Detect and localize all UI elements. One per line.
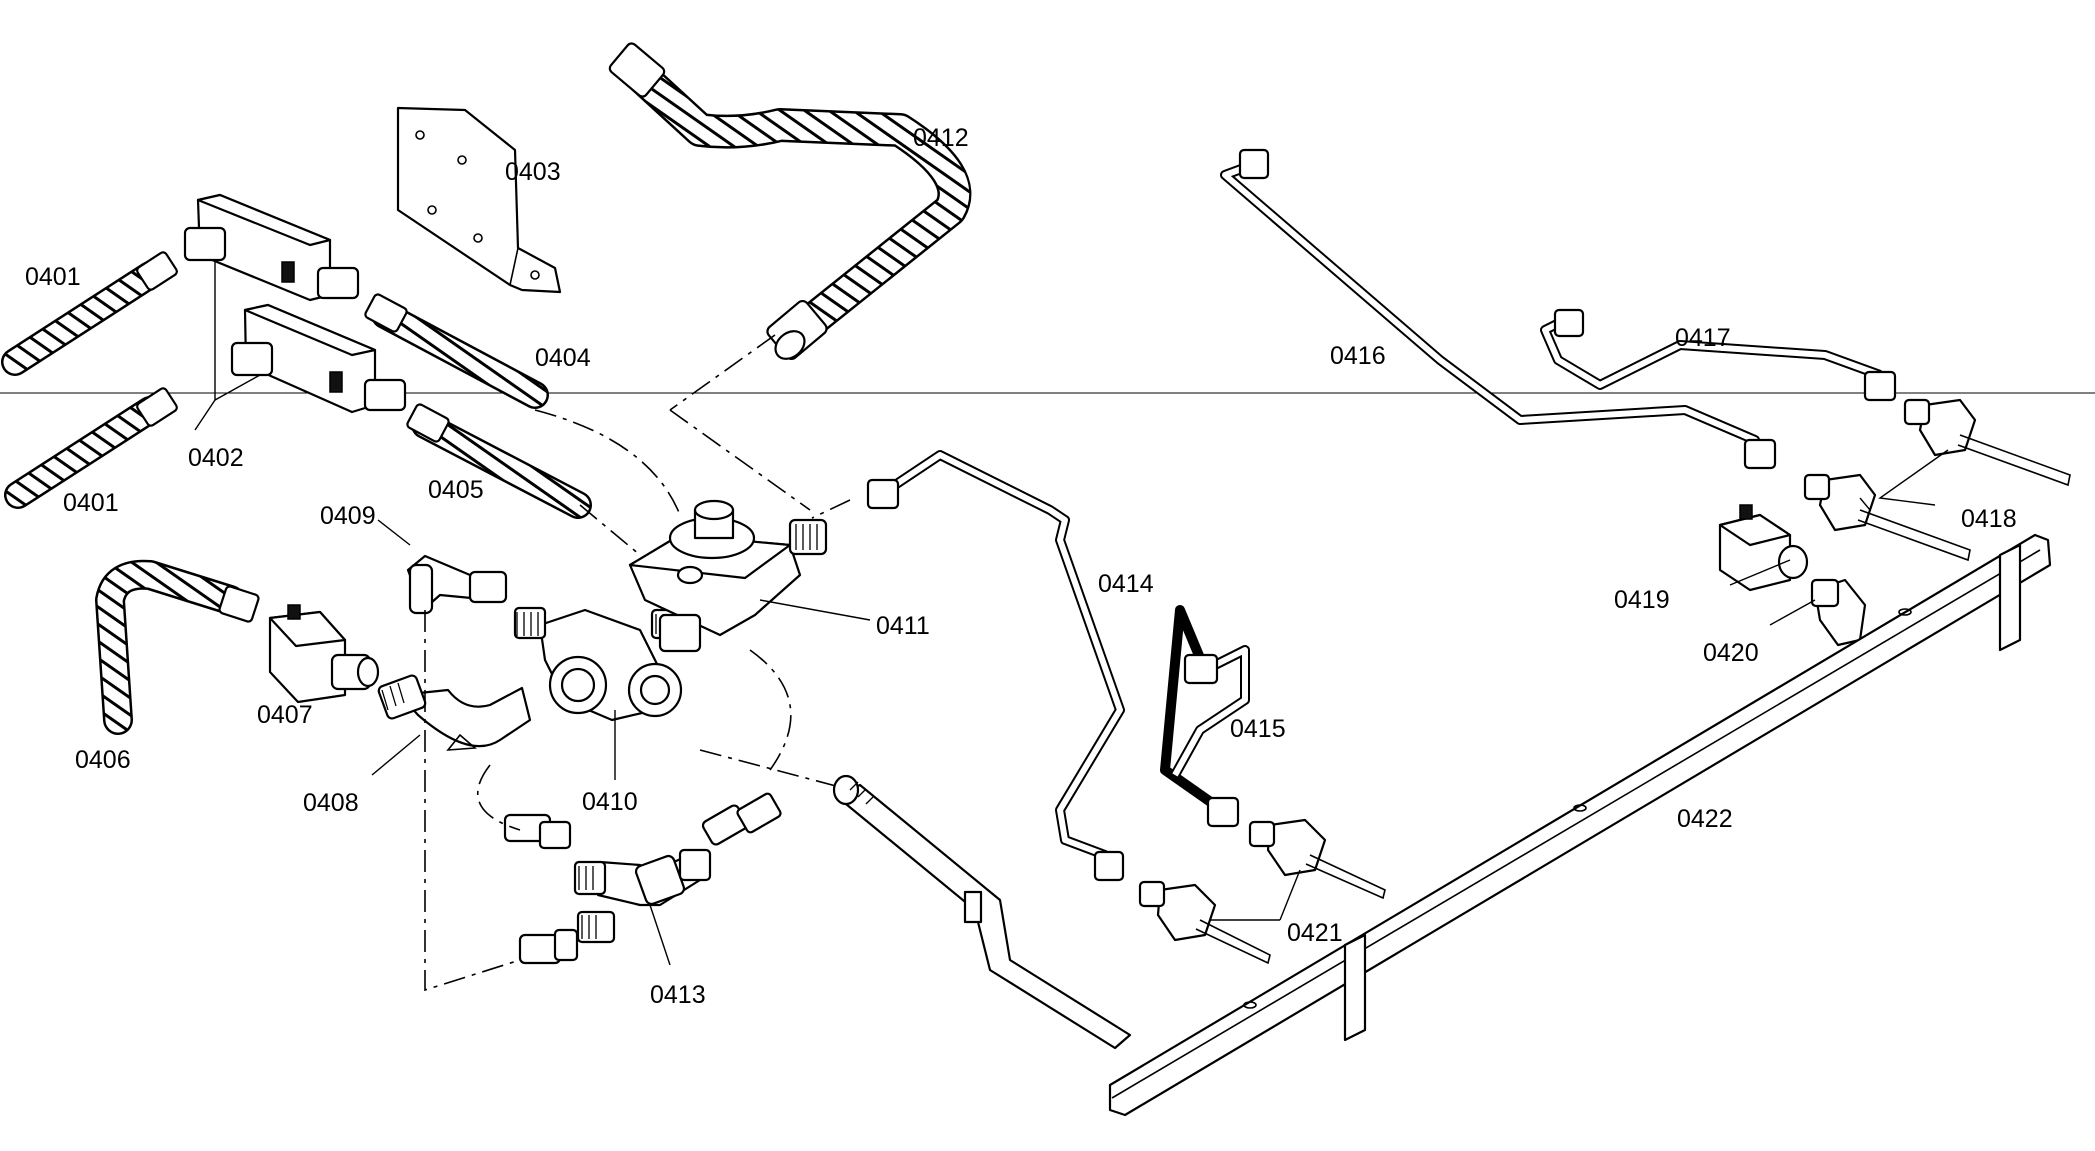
part-0411-regulator <box>628 499 828 653</box>
label-0407: 0407 <box>257 701 313 729</box>
label-0401-lower: 0401 <box>63 489 119 517</box>
label-0418: 0418 <box>1961 505 2017 533</box>
part-0409-fitting <box>406 554 508 615</box>
label-0401-upper: 0401 <box>25 263 81 291</box>
label-0415: 0415 <box>1230 715 1286 743</box>
part-0401-tube-upper <box>1 251 178 376</box>
label-0408: 0408 <box>303 789 359 817</box>
label-0411: 0411 <box>876 612 930 640</box>
label-0405: 0405 <box>428 476 484 504</box>
part-labels: 0401 0401 0402 0403 0404 0405 0406 0407 … <box>25 124 2017 1009</box>
label-0416: 0416 <box>1330 342 1386 370</box>
part-0420-elbow <box>1810 578 1867 647</box>
part-0422-burner-bar <box>832 533 2052 1117</box>
part-0417-tube <box>1540 308 1897 402</box>
label-0406: 0406 <box>75 746 131 774</box>
label-0414: 0414 <box>1098 570 1154 598</box>
part-0401-tube-lower <box>4 387 178 509</box>
part-0406-hose <box>95 559 260 735</box>
label-0404: 0404 <box>535 344 591 372</box>
label-0420: 0420 <box>1703 639 1759 667</box>
label-0413: 0413 <box>650 981 706 1009</box>
part-0413-tee <box>503 792 782 965</box>
part-0408-elbow <box>377 674 532 751</box>
part-0405-tube <box>406 403 592 519</box>
label-0409: 0409 <box>320 502 376 530</box>
label-0403: 0403 <box>505 158 561 186</box>
part-0403-bracket <box>396 106 562 294</box>
leader-lines <box>194 260 1949 966</box>
label-0402: 0402 <box>188 444 244 472</box>
part-0419-solenoid-valve <box>1718 504 1809 592</box>
label-0421: 0421 <box>1287 919 1343 947</box>
label-0412: 0412 <box>913 124 969 152</box>
part-0414-tube <box>866 450 1125 882</box>
part-0418-valve-upper <box>1903 398 2071 487</box>
part-0416-tube <box>1220 148 1777 470</box>
part-0402-solenoid-lower <box>230 303 407 414</box>
assembly-dash-lines <box>424 334 871 992</box>
label-0422: 0422 <box>1677 805 1733 833</box>
label-0419: 0419 <box>1614 586 1670 614</box>
part-0404-tube <box>364 293 549 409</box>
part-0402-solenoid-upper <box>183 193 360 302</box>
part-0415-tube <box>1160 605 1250 828</box>
part-0412-flex-hose <box>608 42 972 361</box>
part-0418-valve-lower <box>1803 473 1971 562</box>
label-0417: 0417 <box>1675 324 1731 352</box>
part-0421-valve-lower <box>1138 880 1271 965</box>
part-0421-valve-upper <box>1248 818 1386 900</box>
label-0410: 0410 <box>582 788 638 816</box>
part-0410-manifold <box>513 606 684 722</box>
part-0407-valve <box>268 604 380 704</box>
